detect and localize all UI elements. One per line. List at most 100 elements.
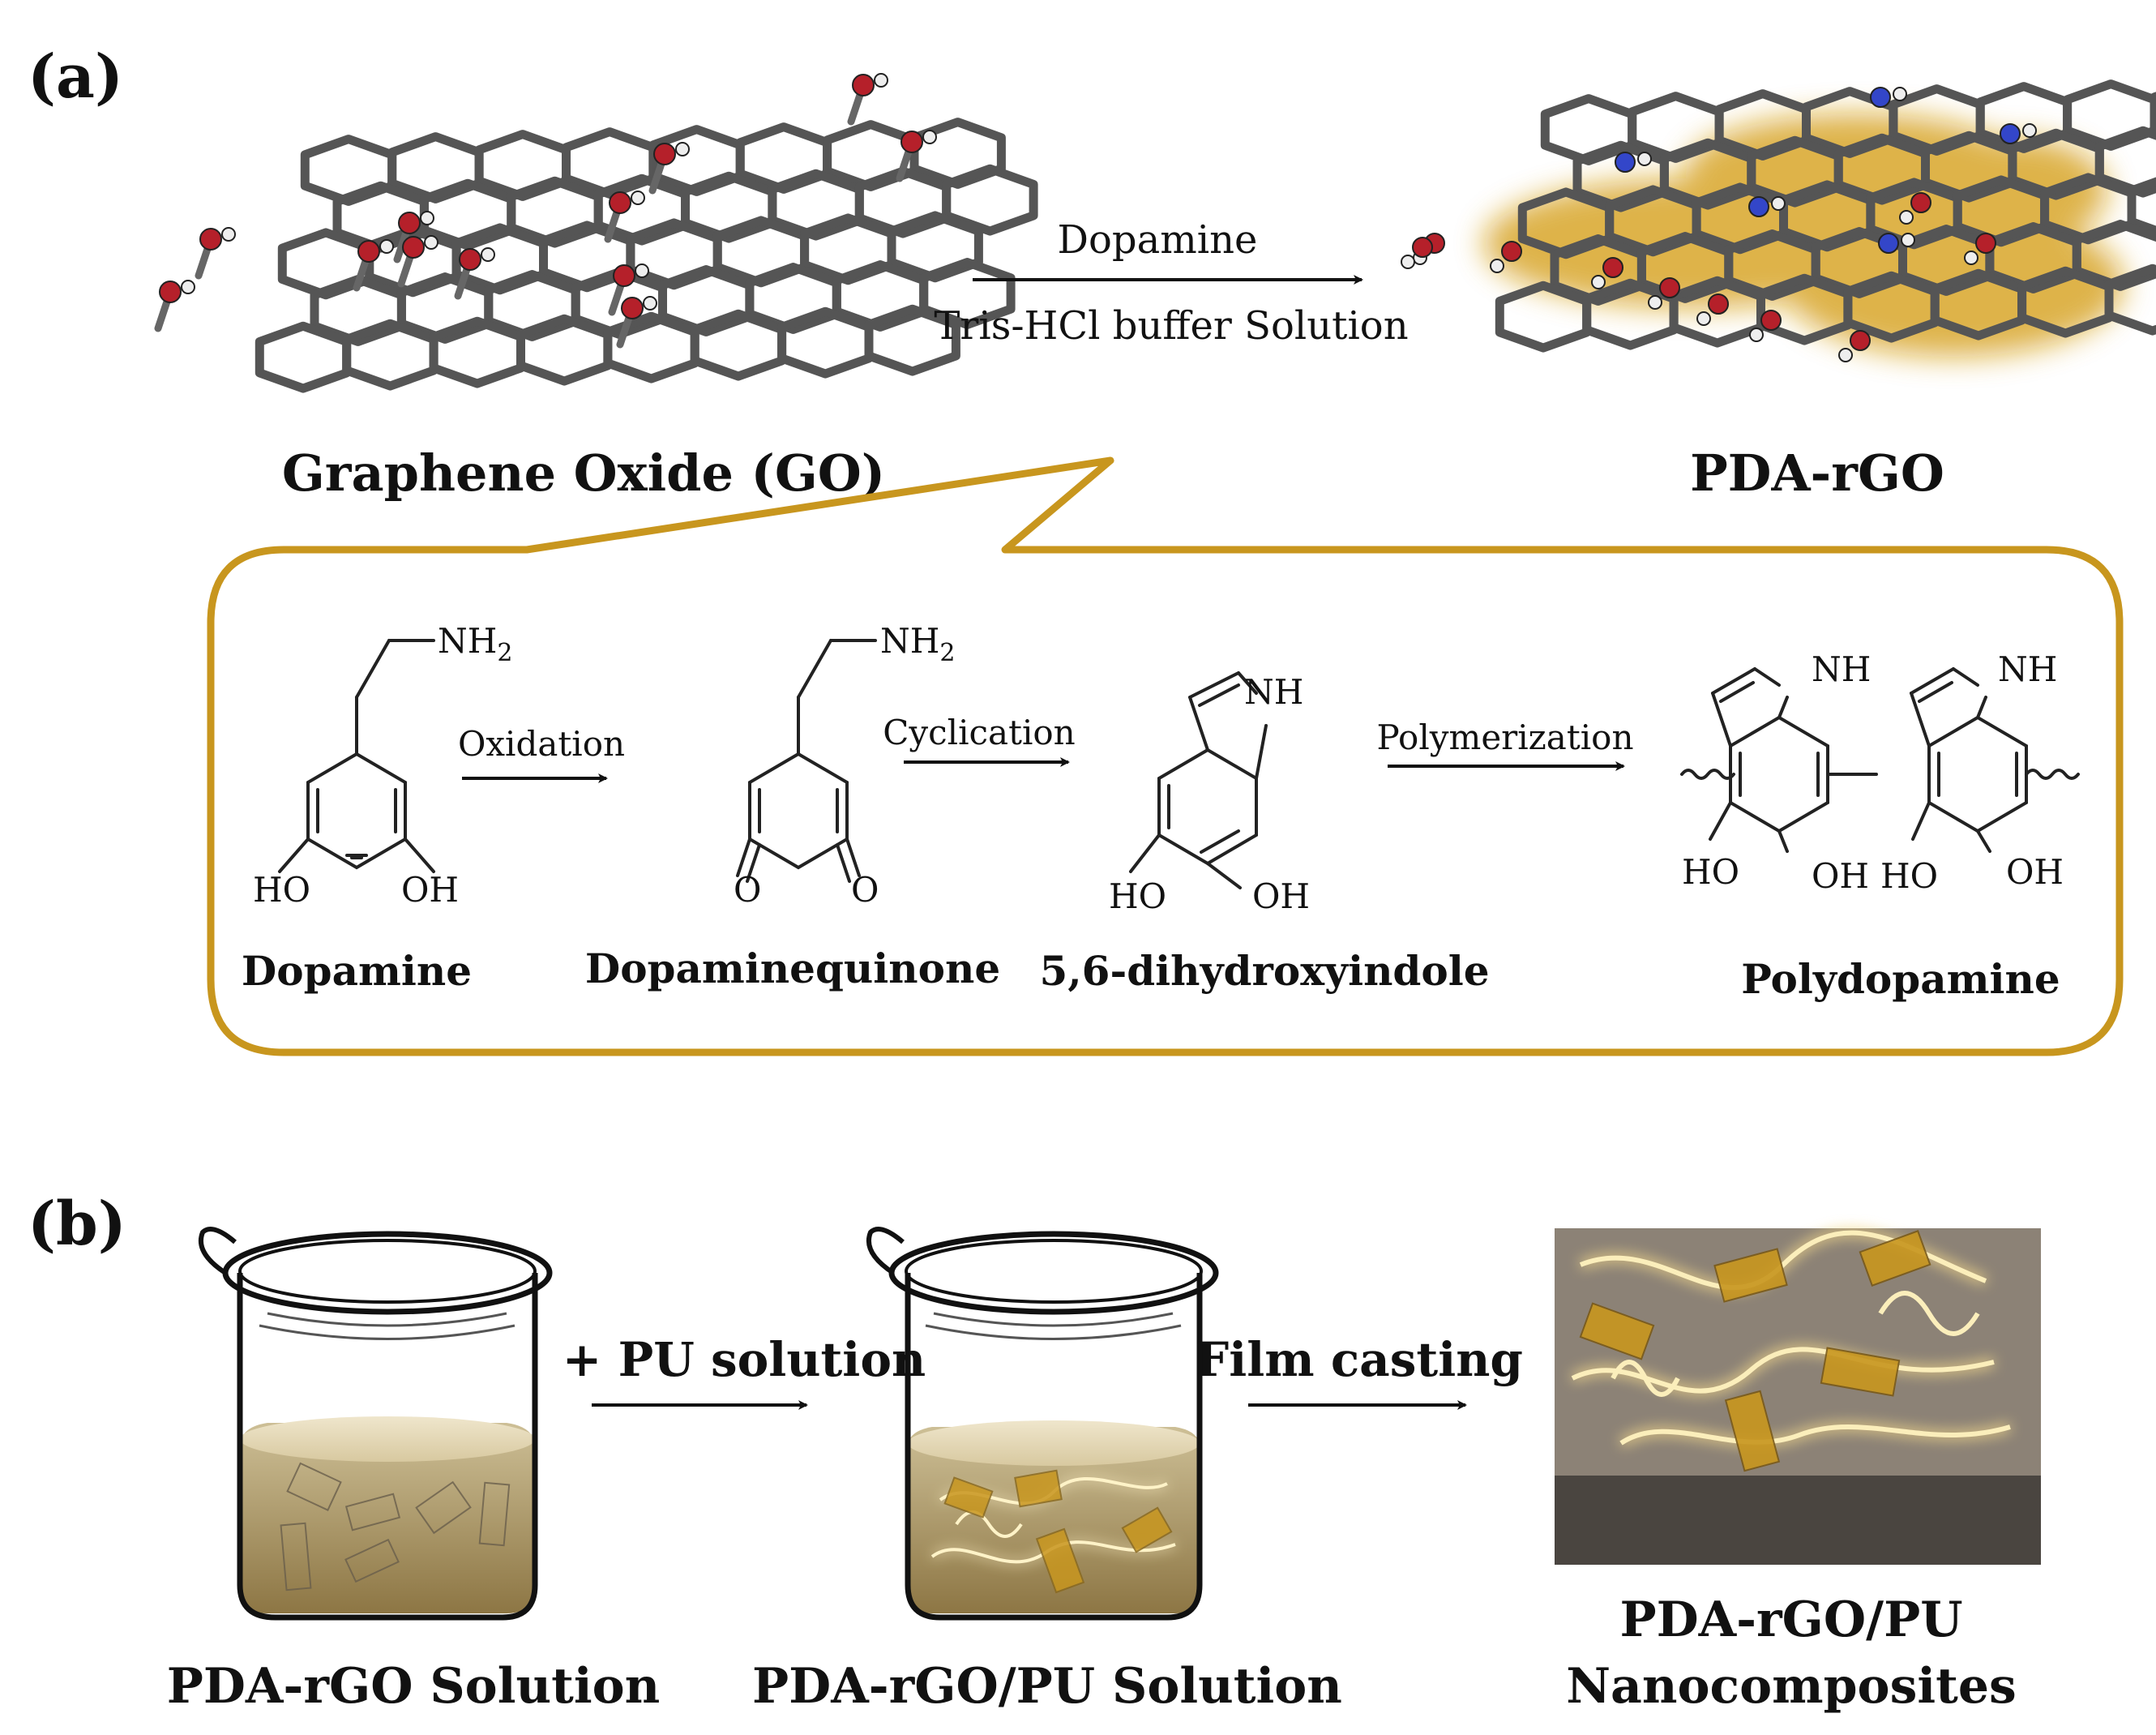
carbon-ring (1495, 281, 1592, 353)
carbon-ring (2104, 263, 2156, 336)
oxygen-atom (402, 236, 425, 259)
carbon-ring (562, 127, 658, 199)
carbon-ring (2150, 92, 2156, 134)
carbon-ring (1540, 94, 1637, 165)
hydrogen-atom (635, 263, 649, 278)
panel-a-label: (a) (28, 42, 123, 112)
oxygen-atom (398, 212, 421, 234)
carbon-ring (300, 135, 397, 206)
oxygen-atom (1708, 293, 1729, 315)
oxygen-atom (1501, 241, 1522, 262)
hydrogen-atom (1964, 251, 1978, 265)
carbon-ring (2063, 79, 2156, 151)
oxygen-atom (900, 131, 923, 153)
quinone-o-right: O (851, 870, 879, 910)
dihydroxyindole-structure (1129, 671, 1268, 889)
oxygen-atom (159, 281, 182, 303)
hydrogen-atom (1899, 210, 1914, 225)
nitrogen-atom (1870, 87, 1891, 108)
hydrogen-atom (181, 280, 195, 294)
quinone-o-left: O (734, 870, 761, 910)
dopamine-structure (278, 639, 435, 873)
step-film-casting: Film casting (1196, 1332, 1523, 1387)
hydrogen-atom (1401, 255, 1415, 269)
compound-dopamine: Dopamine (242, 947, 472, 995)
dopaminequinone-structure (736, 639, 877, 883)
hydrogen-atom (1696, 311, 1711, 326)
go-label: Graphene Oxide (GO) (282, 443, 885, 503)
film-label-line1: PDA-rGO/PU (1619, 1591, 1962, 1648)
oxygen-atom (1760, 310, 1782, 331)
dopamine-ho: HO (253, 870, 310, 910)
quinone-nh2: NH2 (880, 621, 955, 667)
panel-b-label: (b) (28, 1189, 126, 1259)
oxygen-atom (613, 264, 635, 287)
oxygen-atom (1602, 257, 1623, 278)
step-polymerization: Polymerization (1376, 718, 1633, 757)
beaker2-label: PDA-rGO/PU Solution (752, 1658, 1342, 1715)
hydrogen-atom (1637, 152, 1652, 166)
nitrogen-atom (1878, 233, 1899, 254)
oxygen-atom (1659, 277, 1680, 298)
oxygen-atom (199, 228, 222, 251)
step-oxidation: Oxidation (458, 724, 625, 764)
hydrogen-atom (2022, 123, 2037, 138)
pda-oh-1: OH (1812, 856, 1869, 896)
hydrogen-atom (874, 73, 888, 88)
oxygen-atom (459, 248, 481, 271)
oxygen-atom (1850, 330, 1871, 351)
nitrogen-atom (1615, 152, 1636, 173)
oxygen-atom (357, 240, 380, 263)
compound-polydopamine: Polydopamine (1741, 955, 2060, 1003)
hydrogen-atom (1771, 196, 1786, 211)
mechanism-callout-box (207, 456, 2124, 1056)
pda-ho-1: HO (1682, 852, 1739, 892)
step-pu-solution: + PU solution (563, 1332, 926, 1387)
hydrogen-atom (1490, 259, 1504, 273)
hydrogen-atom (922, 130, 937, 144)
carbon-ring (474, 130, 571, 201)
pda-oh-2: OH (2006, 852, 2064, 892)
carbon-ring (735, 122, 832, 194)
nitrogen-atom (1748, 196, 1769, 217)
beaker-pda-rgo-solution (198, 1227, 553, 1621)
pda-nh-left: NH (1812, 649, 1871, 689)
carbon-ring (1628, 92, 1724, 163)
carbon-ring (387, 132, 484, 203)
oxygen-atom (609, 191, 631, 214)
pda-flakes-in-pu (943, 1469, 1173, 1594)
indole-ho: HO (1109, 876, 1166, 916)
beaker-pda-rgo-pu-solution (866, 1227, 1219, 1621)
indole-oh: OH (1252, 876, 1310, 916)
carbon-ring (919, 258, 1016, 329)
polydopamine-structure (1680, 667, 2080, 853)
compound-dihydroxyindole: 5,6-dihydroxyindole (1039, 947, 1489, 995)
carbon-ring (2094, 126, 2156, 198)
hydrogen-atom (221, 227, 236, 242)
oxygen-atom (1910, 192, 1931, 213)
hydrogen-atom (1648, 295, 1662, 310)
graphene-oxide-illustration (154, 73, 1038, 393)
hydrogen-atom (1749, 328, 1764, 342)
hydrogen-atom (1838, 348, 1853, 362)
arrow-label-dopamine: Dopamine (1058, 217, 1258, 263)
oxygen-atom (653, 143, 676, 165)
compound-dopaminequinone: Dopaminequinone (585, 945, 1000, 992)
dopamine-oh: OH (401, 870, 459, 910)
arrow-label-tris-buffer: Tris-HCl buffer Solution (934, 303, 1408, 349)
dopamine-nh2: NH2 (438, 621, 512, 667)
hydrogen-atom (420, 211, 434, 225)
carbon-ring (2127, 177, 2156, 236)
graphene-flakes (280, 1462, 511, 1591)
hydrogen-atom (481, 247, 495, 262)
oxygen-atom (852, 74, 875, 96)
hydrogen-atom (631, 191, 645, 205)
step-cyclication: Cyclication (883, 713, 1075, 752)
carbon-ring (2072, 220, 2156, 291)
hydrogen-atom (379, 239, 394, 254)
pda-ho-2: HO (1880, 856, 1938, 896)
oxygen-atom (1975, 233, 1996, 254)
hydrogen-atom (424, 235, 438, 250)
hydrogen-atom (1901, 233, 1915, 247)
